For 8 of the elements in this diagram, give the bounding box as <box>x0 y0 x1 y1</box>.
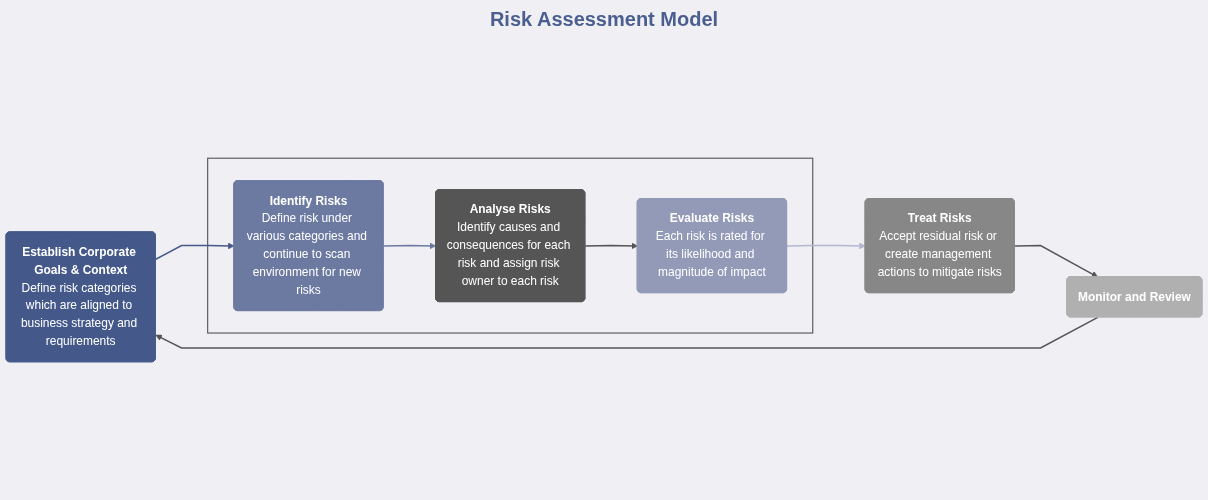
cluster <box>207 157 814 334</box>
arrow <box>155 242 235 260</box>
arrow <box>584 242 638 250</box>
arrow <box>382 242 437 250</box>
arrow <box>155 316 1099 349</box>
arrow <box>786 242 866 250</box>
arrow <box>1014 244 1099 278</box>
diagram-title: Risk Assessment Model <box>488 8 720 31</box>
